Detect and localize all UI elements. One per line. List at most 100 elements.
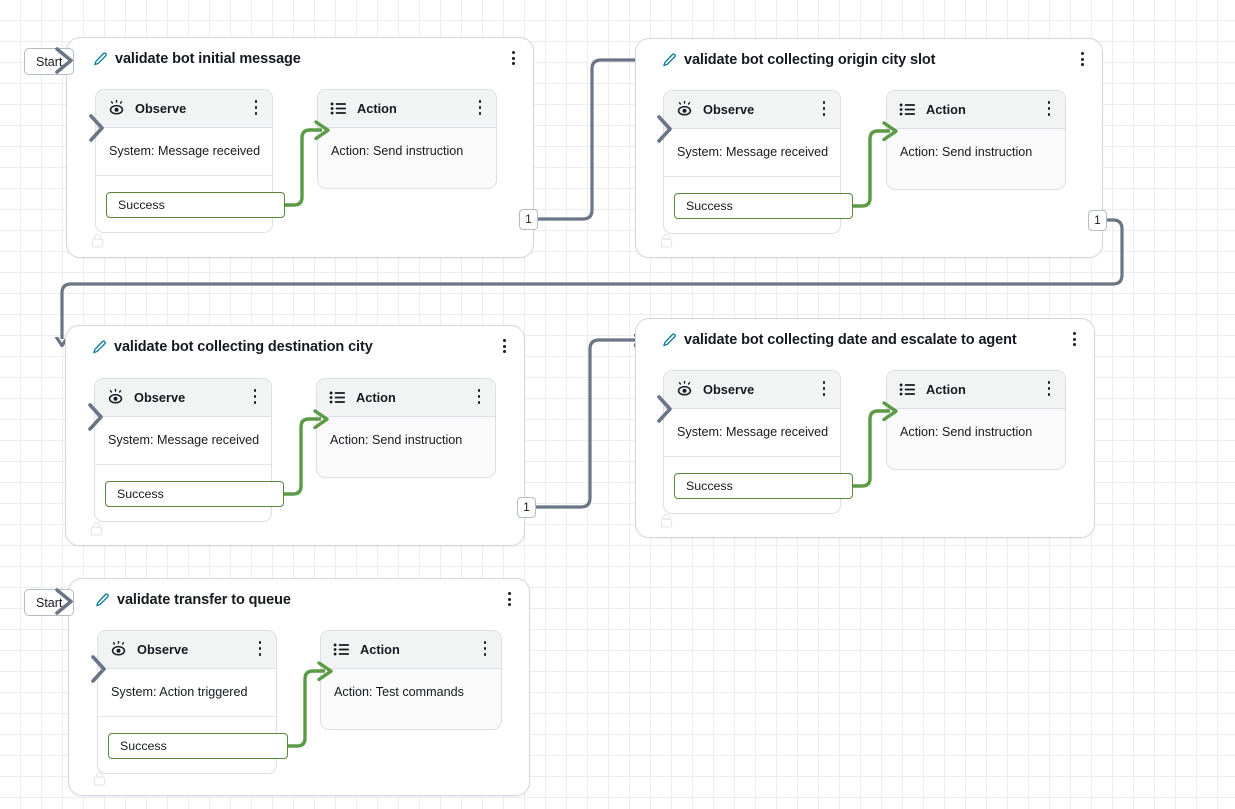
action-node-row: Action: Send instruction bbox=[900, 145, 1033, 159]
pencil-icon[interactable] bbox=[93, 51, 108, 67]
outcome-pill-success[interactable]: Success bbox=[674, 193, 853, 219]
lock-icon bbox=[90, 521, 103, 536]
observe-node-row: System: Action triggered bbox=[111, 685, 248, 699]
edge-count-badge[interactable]: 1 bbox=[519, 209, 538, 230]
action-node-header[interactable]: Action bbox=[321, 631, 501, 669]
action-node[interactable]: Action Action: Send instruction bbox=[317, 89, 497, 189]
start-badge-label: Start bbox=[36, 595, 63, 610]
more-options-icon[interactable] bbox=[502, 590, 516, 608]
divider bbox=[664, 456, 840, 457]
lock-icon bbox=[91, 233, 104, 248]
action-node-title: Action bbox=[926, 382, 966, 397]
action-node-row: Action: Send instruction bbox=[900, 425, 1033, 439]
card-header[interactable]: validate bot collecting destination city bbox=[66, 326, 524, 368]
outcome-label: Success bbox=[686, 199, 733, 213]
pencil-icon[interactable] bbox=[92, 339, 107, 355]
card-title: validate bot collecting origin city slot bbox=[684, 52, 936, 68]
action-node[interactable]: Action Action: Send instruction bbox=[316, 378, 496, 478]
more-options-icon[interactable] bbox=[254, 640, 266, 657]
divider bbox=[98, 716, 276, 717]
eye-icon bbox=[109, 100, 124, 115]
observe-node-header[interactable]: Observe bbox=[664, 371, 840, 409]
pencil-icon[interactable] bbox=[662, 332, 677, 348]
card-header[interactable]: validate transfer to queue bbox=[69, 579, 529, 621]
more-options-icon[interactable] bbox=[474, 99, 486, 116]
card-title: validate bot initial message bbox=[115, 51, 301, 67]
card-title: validate transfer to queue bbox=[117, 592, 291, 608]
observe-node-row: System: Message received bbox=[677, 145, 829, 159]
more-options-icon[interactable] bbox=[1043, 100, 1055, 117]
lock-icon bbox=[660, 233, 673, 248]
divider bbox=[95, 464, 271, 465]
eye-icon bbox=[108, 389, 123, 404]
card-title: validate bot collecting date and escalat… bbox=[684, 332, 1017, 348]
card-header[interactable]: validate bot initial message bbox=[67, 38, 533, 80]
start-badge[interactable]: Start bbox=[24, 48, 75, 75]
outcome-pill-success[interactable]: Success bbox=[106, 192, 285, 218]
observe-node-title: Observe bbox=[134, 390, 186, 405]
action-node-header[interactable]: Action bbox=[318, 90, 496, 128]
observe-node-title: Observe bbox=[137, 642, 189, 657]
list-icon bbox=[333, 643, 350, 656]
observe-node-header[interactable]: Observe bbox=[95, 379, 271, 417]
lock-icon bbox=[93, 771, 106, 786]
more-options-icon[interactable] bbox=[479, 640, 491, 657]
more-options-icon[interactable] bbox=[250, 99, 262, 116]
list-icon bbox=[330, 102, 347, 115]
list-icon bbox=[329, 391, 346, 404]
list-icon bbox=[899, 383, 916, 396]
eye-icon bbox=[677, 381, 692, 396]
observe-node-header[interactable]: Observe bbox=[96, 90, 272, 128]
more-options-icon[interactable] bbox=[473, 388, 485, 405]
more-options-icon[interactable] bbox=[818, 100, 830, 117]
observe-node-title: Observe bbox=[703, 102, 755, 117]
more-options-icon[interactable] bbox=[506, 49, 520, 67]
edge-card1-to-card2 bbox=[534, 60, 637, 221]
observe-node-row: System: Message received bbox=[677, 425, 829, 439]
pencil-icon[interactable] bbox=[662, 52, 677, 68]
edge-count-badge[interactable]: 1 bbox=[1088, 210, 1107, 231]
observe-node-row: System: Message received bbox=[109, 144, 261, 158]
eye-icon bbox=[677, 101, 692, 116]
action-node-title: Action bbox=[356, 390, 396, 405]
action-node-header[interactable]: Action bbox=[887, 371, 1065, 409]
outcome-pill-success[interactable]: Success bbox=[108, 733, 288, 759]
card-header[interactable]: validate bot collecting origin city slot bbox=[636, 39, 1102, 81]
divider bbox=[96, 175, 272, 176]
more-options-icon[interactable] bbox=[818, 380, 830, 397]
start-badge[interactable]: Start bbox=[24, 589, 75, 616]
action-node[interactable]: Action Action: Send instruction bbox=[886, 90, 1066, 190]
divider bbox=[664, 176, 840, 177]
action-node-row: Action: Send instruction bbox=[331, 144, 464, 158]
action-node-header[interactable]: Action bbox=[317, 379, 495, 417]
outcome-label: Success bbox=[117, 487, 164, 501]
action-node[interactable]: Action Action: Send instruction bbox=[886, 370, 1066, 470]
lock-icon bbox=[660, 513, 673, 528]
action-node-title: Action bbox=[357, 101, 397, 116]
edge-count-badge[interactable]: 1 bbox=[517, 497, 536, 518]
more-options-icon[interactable] bbox=[1043, 380, 1055, 397]
action-node[interactable]: Action Action: Test commands bbox=[320, 630, 502, 730]
observe-node-title: Observe bbox=[135, 101, 187, 116]
start-badge-label: Start bbox=[36, 54, 63, 69]
action-node-header[interactable]: Action bbox=[887, 91, 1065, 129]
outcome-label: Success bbox=[686, 479, 733, 493]
more-options-icon[interactable] bbox=[1075, 50, 1089, 68]
more-options-icon[interactable] bbox=[497, 337, 511, 355]
eye-icon bbox=[111, 641, 126, 656]
more-options-icon[interactable] bbox=[1067, 330, 1081, 348]
action-node-row: Action: Send instruction bbox=[330, 433, 463, 447]
card-header[interactable]: validate bot collecting date and escalat… bbox=[636, 319, 1094, 361]
outcome-label: Success bbox=[118, 198, 165, 212]
observe-node-row: System: Message received bbox=[108, 433, 260, 447]
card-title: validate bot collecting destination city bbox=[114, 339, 373, 355]
pencil-icon[interactable] bbox=[95, 592, 110, 608]
outcome-pill-success[interactable]: Success bbox=[105, 481, 284, 507]
observe-node-header[interactable]: Observe bbox=[98, 631, 276, 669]
action-node-title: Action bbox=[926, 102, 966, 117]
more-options-icon[interactable] bbox=[249, 388, 261, 405]
outcome-pill-success[interactable]: Success bbox=[674, 473, 853, 499]
observe-node-title: Observe bbox=[703, 382, 755, 397]
observe-node-header[interactable]: Observe bbox=[664, 91, 840, 129]
